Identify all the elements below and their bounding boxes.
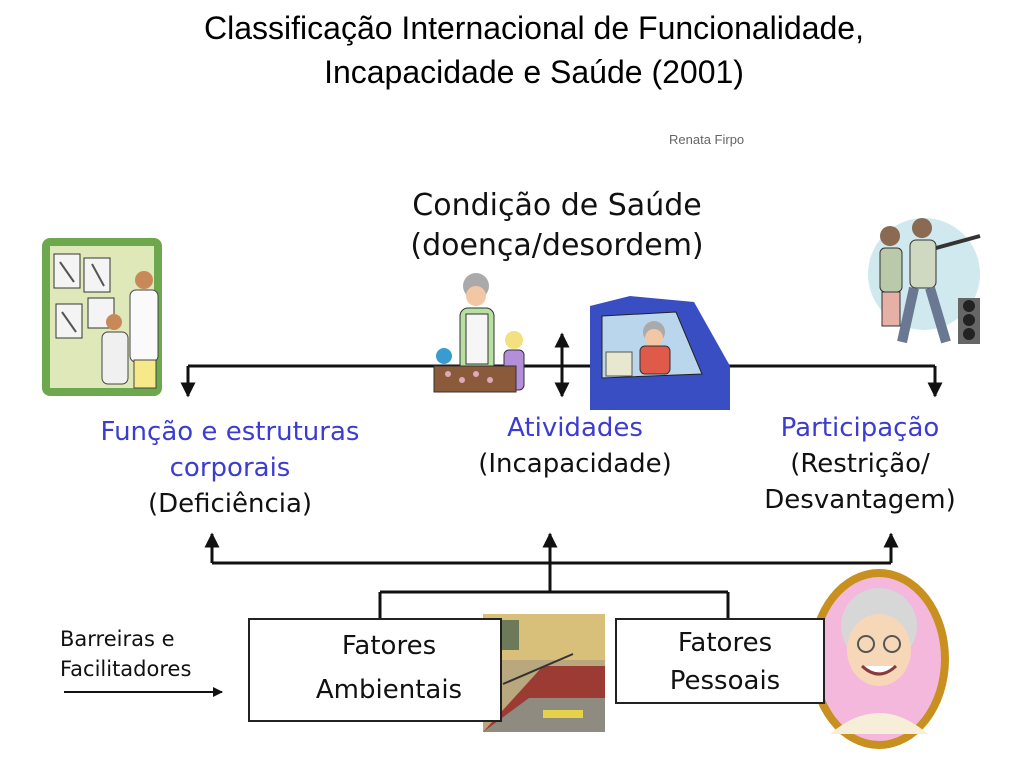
body-functions-line-1: Função e estruturas bbox=[100, 417, 360, 447]
doctor-xray-illustration bbox=[42, 238, 162, 396]
environmental-factors-line-2: Ambientais bbox=[315, 675, 463, 705]
participation-line-2: (Restrição/ bbox=[790, 449, 930, 479]
health-condition-label: Condição de Saúde (doença/desordem) bbox=[372, 186, 742, 266]
body-functions-line-2: corporais bbox=[169, 453, 291, 483]
health-condition-line-1: Condição de Saúde bbox=[412, 188, 702, 223]
personal-factors-line-2: Pessoais bbox=[669, 666, 781, 696]
activities-line-2: (Incapacidade) bbox=[478, 449, 672, 479]
woman-driving-illustration bbox=[590, 296, 730, 410]
activities-label: Atividades (Incapacidade) bbox=[430, 410, 720, 482]
participation-label: Participação (Restrição/ Desvantagem) bbox=[745, 410, 975, 518]
body-functions-label: Função e estruturas corporais (Deficiênc… bbox=[60, 414, 400, 522]
health-condition-line-2: (doença/desordem) bbox=[410, 228, 704, 263]
body-functions-line-3: (Deficiência) bbox=[147, 489, 313, 519]
barriers-line-2: Facilitadores bbox=[60, 657, 192, 681]
personal-factors-line-1: Fatores bbox=[677, 628, 773, 658]
elderly-bowling-illustration bbox=[868, 218, 981, 344]
barriers-facilitators-label: Barreiras e Facilitadores bbox=[60, 624, 191, 684]
author-credit: Renata Firpo bbox=[669, 132, 745, 147]
title-line-1: Classificação Internacional de Funcional… bbox=[204, 10, 864, 46]
environmental-factors-box bbox=[248, 618, 502, 722]
title-line-2: Incapacidade e Saúde (2001) bbox=[324, 54, 744, 90]
ramp-photo bbox=[483, 614, 605, 732]
participation-line-3: Desvantagem) bbox=[764, 485, 956, 515]
cooking-woman-child-illustration bbox=[433, 273, 525, 393]
participation-line-1: Participação bbox=[780, 413, 940, 443]
personal-factors-box bbox=[615, 618, 825, 704]
environmental-factors-label: Fatores Ambientais bbox=[300, 624, 478, 712]
grandmother-portrait-illustration bbox=[809, 569, 949, 749]
personal-factors-label: Fatores Pessoais bbox=[650, 624, 800, 700]
barriers-line-1: Barreiras e bbox=[60, 627, 175, 651]
activities-line-1: Atividades bbox=[507, 413, 643, 443]
environmental-factors-line-1: Fatores bbox=[341, 631, 437, 661]
slide-title: Classificação Internacional de Funcional… bbox=[0, 6, 1024, 94]
